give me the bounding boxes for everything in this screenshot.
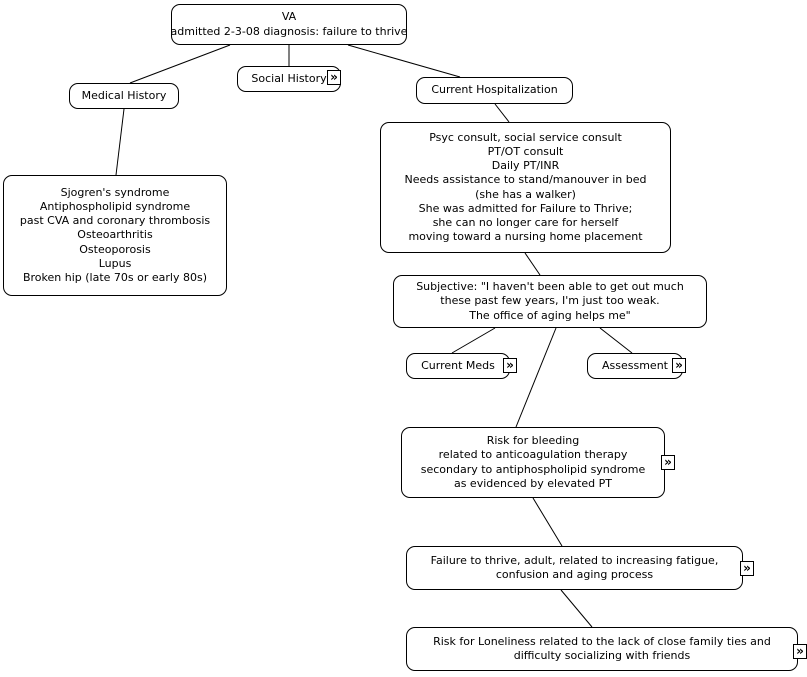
edge-root-to-medical-history: [129, 44, 231, 84]
node-medical-history-detail-label: Sjogren's syndrome Antiphospholipid synd…: [19, 185, 211, 284]
node-risk-for-loneliness-label: Risk for Loneliness related to the lack …: [433, 634, 771, 662]
node-risk-for-loneliness[interactable]: Risk for Loneliness related to the lack …: [406, 627, 798, 671]
node-hospitalization-detail[interactable]: Psyc consult, social service consult PT/…: [380, 122, 671, 253]
edge-subjective-to-risk-bleeding: [515, 327, 557, 428]
expand-chevron-icon[interactable]: »: [661, 455, 675, 470]
node-va-root[interactable]: VA admitted 2-3-08 diagnosis: failure to…: [171, 4, 407, 45]
node-medical-history-label: Medical History: [81, 88, 167, 102]
node-va-root-label: VA admitted 2-3-08 diagnosis: failure to…: [170, 10, 408, 38]
node-assessment[interactable]: Assessment: [587, 353, 683, 379]
edge-hospitalization-to-detail: [494, 103, 510, 123]
edge-failure-to-thrive-to-loneliness: [560, 589, 593, 628]
edge-root-to-current-hospitalization: [347, 44, 461, 78]
node-current-hospitalization-label: Current Hospitalization: [431, 83, 558, 97]
edge-subjective-to-assessment: [599, 327, 633, 354]
node-social-history[interactable]: Social History: [237, 66, 341, 92]
node-subjective-label: Subjective: "I haven't been able to get …: [416, 280, 684, 322]
node-hospitalization-detail-label: Psyc consult, social service consult PT/…: [404, 130, 647, 244]
node-failure-to-thrive[interactable]: Failure to thrive, adult, related to inc…: [406, 546, 743, 590]
edge-detail-to-subjective: [524, 252, 541, 276]
node-current-hospitalization[interactable]: Current Hospitalization: [416, 77, 573, 104]
node-medical-history[interactable]: Medical History: [69, 83, 179, 109]
node-failure-to-thrive-label: Failure to thrive, adult, related to inc…: [430, 553, 719, 581]
node-assessment-label: Assessment: [602, 358, 668, 372]
node-medical-history-detail[interactable]: Sjogren's syndrome Antiphospholipid synd…: [3, 175, 227, 296]
edge-medical-history-to-detail: [115, 108, 125, 176]
edge-subjective-to-current-meds: [451, 327, 496, 354]
node-subjective[interactable]: Subjective: "I haven't been able to get …: [393, 275, 707, 328]
expand-chevron-icon[interactable]: »: [503, 358, 517, 373]
expand-chevron-icon[interactable]: »: [740, 561, 754, 576]
node-current-meds[interactable]: Current Meds: [406, 353, 510, 379]
expand-chevron-icon[interactable]: »: [327, 70, 341, 85]
expand-chevron-icon[interactable]: »: [672, 358, 686, 373]
edge-risk-bleeding-to-failure-to-thrive: [532, 497, 563, 547]
expand-chevron-icon[interactable]: »: [793, 644, 807, 659]
node-risk-for-bleeding-label: Risk for bleeding related to anticoagula…: [420, 434, 646, 490]
node-risk-for-bleeding[interactable]: Risk for bleeding related to anticoagula…: [401, 427, 665, 498]
node-current-meds-label: Current Meds: [421, 358, 495, 372]
node-social-history-label: Social History: [251, 71, 327, 85]
